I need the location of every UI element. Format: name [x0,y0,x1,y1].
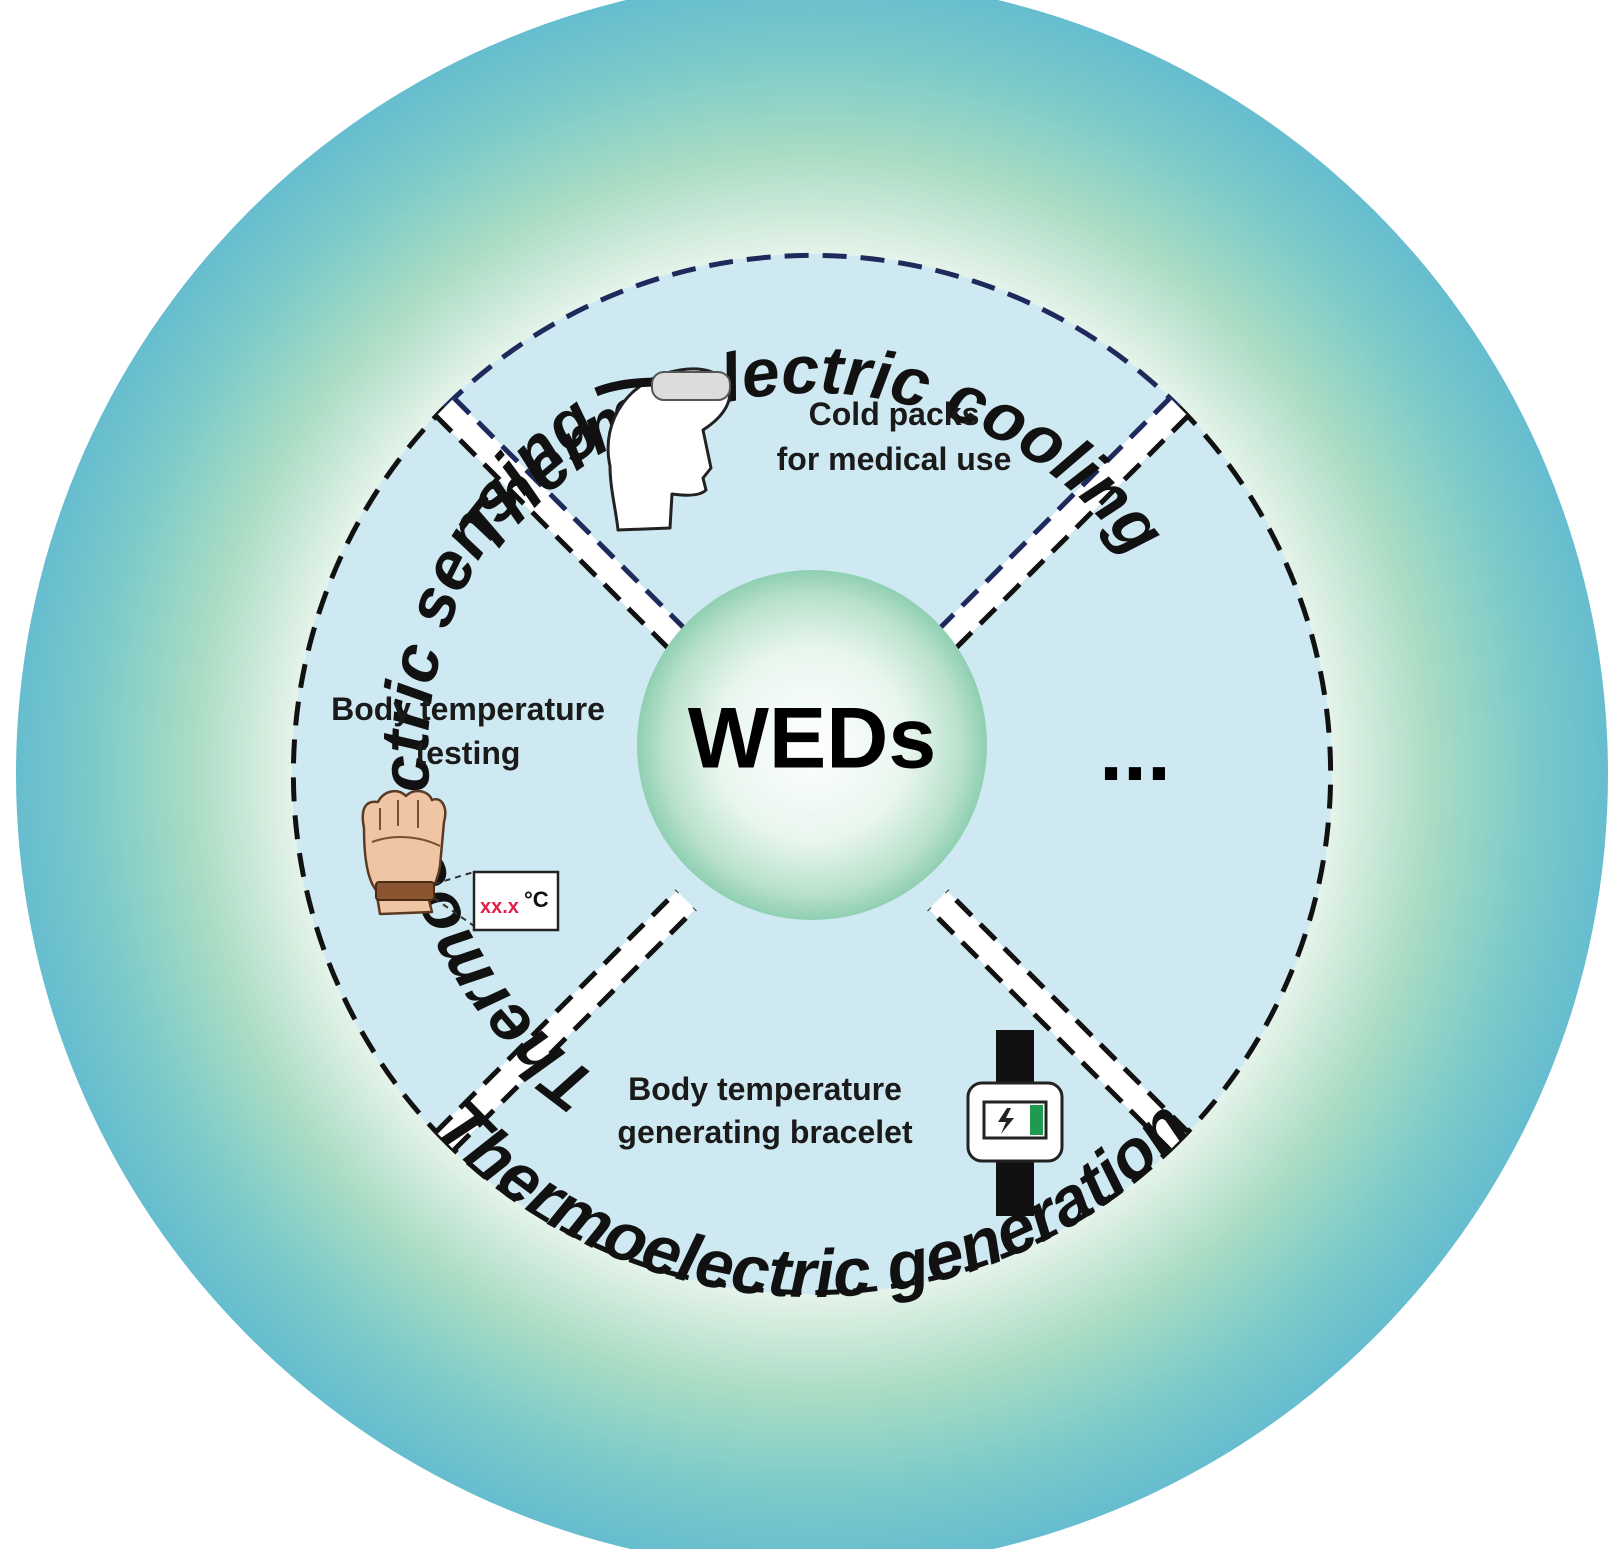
divider-bottom-left [434,889,697,1152]
more-applications-label: ... [1099,703,1171,799]
other-quadrant-border [1177,405,1334,1143]
divider-top-right [927,396,1190,659]
head-with-headband-icon [594,367,732,532]
bracelet-label-line2: generating bracelet [617,1114,913,1150]
thermometer-display-icon: xx.x °C [472,870,560,932]
divider-bottom-right [927,889,1190,1152]
center-label: WEDs [688,691,936,787]
bracelet-label-line1: Body temperature [628,1071,902,1107]
divider-top-left [434,396,697,659]
callout-lines [433,871,475,927]
thermometer-value: xx.x [480,896,519,918]
sensing-quadrant-border [290,405,447,1143]
thermometer-unit: °C [524,887,549,912]
cold-packs-label-line1: Cold packs [809,396,980,432]
fist-with-band-icon [361,789,447,916]
cooling-quadrant-border [443,252,1181,409]
cold-packs-label-line2: for medical use [777,441,1012,477]
testing-label-line1: Body temperature [331,691,605,727]
testing-label-line2: testing [416,735,521,771]
center-circle [637,570,987,920]
smartwatch-battery-icon [966,1030,1064,1216]
generation-quadrant-border [443,1139,1181,1296]
